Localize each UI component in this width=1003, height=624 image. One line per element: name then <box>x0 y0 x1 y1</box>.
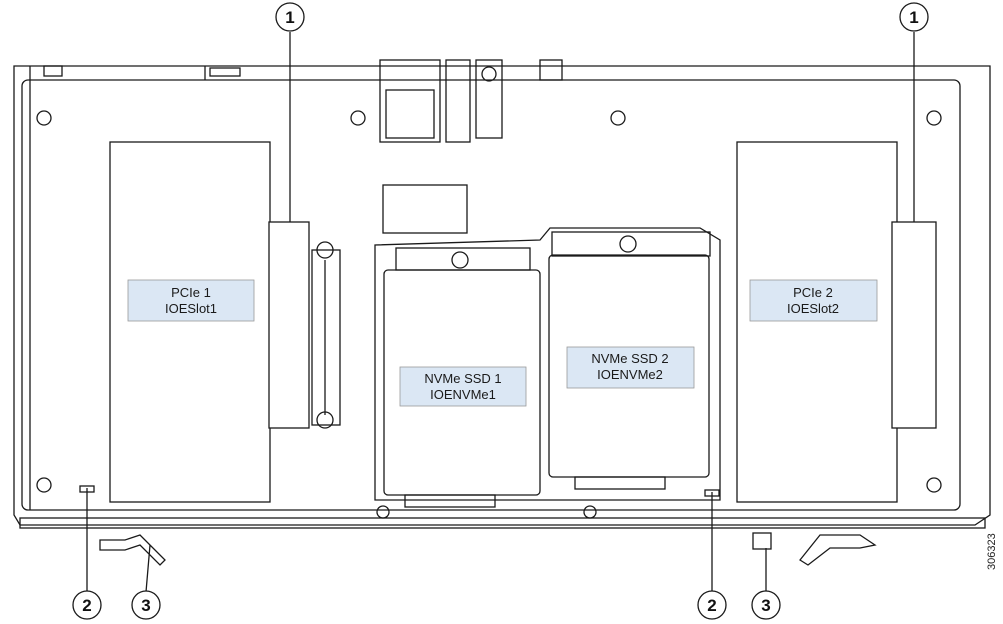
callout-text-2-right: 2 <box>707 596 716 615</box>
screw <box>926 477 942 493</box>
ssd2-connector <box>574 476 666 490</box>
screw <box>451 251 469 269</box>
pcie2-card <box>736 141 898 503</box>
callout-text-1-left: 1 <box>285 8 294 27</box>
figure-id: 306323 <box>986 533 998 570</box>
pcie1-label-line2: IOESlot1 <box>165 301 217 316</box>
top-connector-left <box>379 59 441 143</box>
screw <box>481 66 497 82</box>
ssd1-label-line1: NVMe SSD 1 <box>424 371 501 386</box>
callout-circle-3-right <box>751 590 781 620</box>
bottom-rail <box>19 517 986 529</box>
chassis-outline <box>13 65 991 526</box>
callout-text-3-right: 3 <box>761 596 770 615</box>
screw <box>350 110 366 126</box>
ssd2-label-box <box>566 346 695 389</box>
screw <box>610 110 626 126</box>
callout-leader-3-left <box>145 544 151 593</box>
pcie2-label-line1: PCIe 2 <box>793 285 833 300</box>
screw <box>376 505 390 519</box>
ejector-lever-right <box>799 534 877 566</box>
ssd2-label-line2: IOENVMe2 <box>597 367 663 382</box>
pcie2-label-line2: IOESlot2 <box>787 301 839 316</box>
screw <box>36 110 52 126</box>
ssd1-label-line2: IOENVMe1 <box>430 387 496 402</box>
screw <box>619 235 637 253</box>
ssd1-label-box <box>399 366 527 407</box>
callout-circle-1-right <box>899 2 929 32</box>
pcie1-label-line1: PCIe 1 <box>171 285 211 300</box>
chassis-inner-frame <box>21 79 961 511</box>
callout-circle-3-left <box>131 590 161 620</box>
pcie2-label-box <box>749 279 878 322</box>
ejector-lever-left <box>99 534 166 566</box>
callout-circle-2-left <box>72 590 102 620</box>
screw <box>926 110 942 126</box>
top-connector-mid <box>445 59 471 143</box>
nvme-heatsink <box>382 184 468 234</box>
ssd2-label-line1: NVMe SSD 2 <box>591 351 668 366</box>
top-connector-right <box>475 59 503 139</box>
pcie1-card <box>109 141 271 503</box>
pcie1-bracket <box>268 221 310 429</box>
screw <box>583 505 597 519</box>
callout-text-3-left: 3 <box>141 596 150 615</box>
callout-text-2-left: 2 <box>82 596 91 615</box>
screw <box>316 411 334 429</box>
callout-circle-2-right <box>697 590 727 620</box>
screw <box>36 477 52 493</box>
callout-circle-1-left <box>275 2 305 32</box>
screw <box>316 241 334 259</box>
pcie2-bracket <box>891 221 937 429</box>
pcie1-label-box <box>127 279 255 322</box>
ssd1-connector <box>404 494 496 508</box>
callout-text-1-right: 1 <box>909 8 918 27</box>
